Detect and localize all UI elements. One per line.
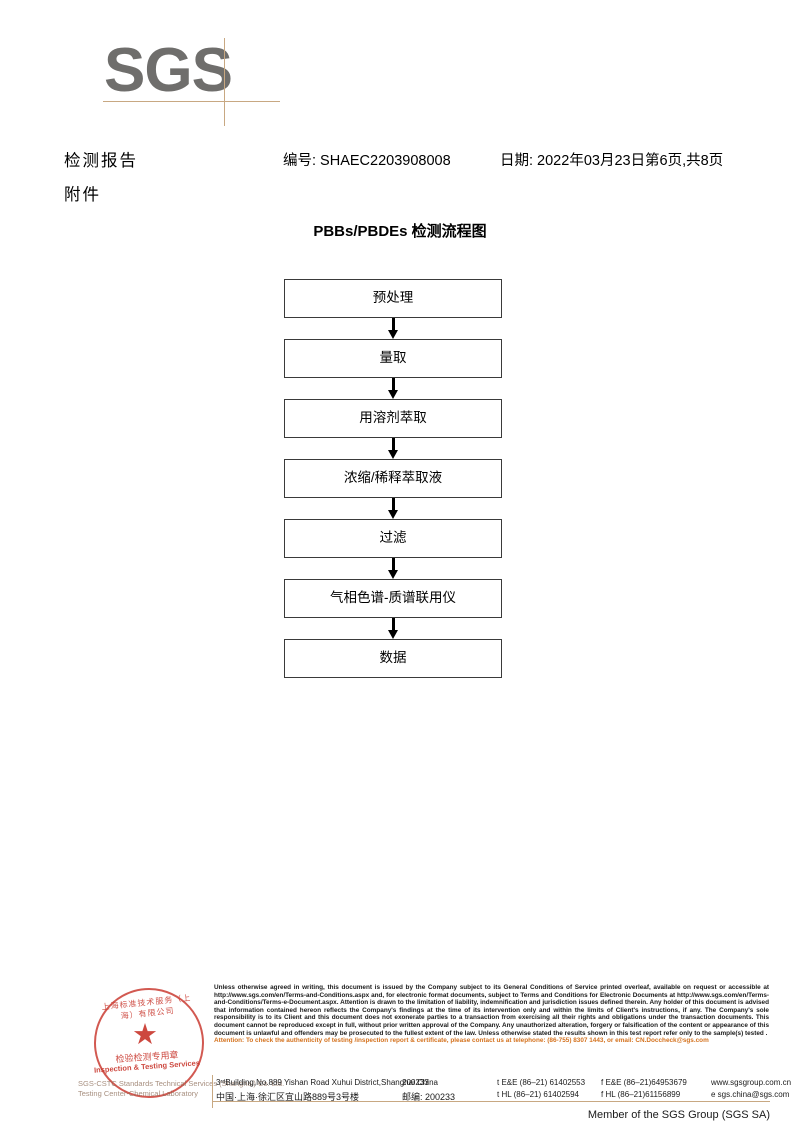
flowchart-step-label: 预处理 (284, 279, 502, 318)
seal-star-icon: ★ (132, 1019, 158, 1051)
flowchart-step-label: 数据 (284, 639, 502, 678)
logo-horizontal-rule (103, 101, 280, 102)
flow-arrow-icon (284, 378, 502, 399)
flowchart-title: PBBs/PBDEs 检测流程图 (313, 223, 487, 240)
attachment-label: 附件 (64, 186, 101, 204)
fax-hl: f HL (86–21)61156899 (601, 1090, 681, 1099)
flow-arrow-icon (284, 618, 502, 639)
seal-company-line-1: SGS-CSTC Standards Technical Services (S… (78, 1079, 285, 1088)
zipcode-en: 200233 (402, 1078, 429, 1087)
telephone-ee: t E&E (86–21) 61402553 (497, 1078, 586, 1087)
flowchart-step: 气相色谱-质谱联用仪 (284, 579, 502, 618)
footer-vertical-rule (212, 1075, 214, 1108)
flowchart-step-label: 量取 (284, 339, 502, 378)
logo-vertical-rule (224, 38, 225, 126)
seal-company-line-2: Testing Center-Chemical Laboratory (78, 1089, 199, 1098)
flowchart-step: 数据 (284, 639, 502, 678)
email-address: e sgs.china@sgs.com (711, 1090, 790, 1099)
address-cn: 中国·上海·徐汇区宜山路889号3号楼 (216, 1092, 360, 1102)
attention-notice: Attention: To check the authenticity of … (214, 1037, 709, 1045)
flowchart: 预处理 量取 用溶剂萃取 浓缩/稀释萃取液 过滤 气相色谱-质谱联用仪 数据 (284, 279, 502, 678)
report-date: 日期: 2022年03月23日 (500, 153, 646, 169)
flowchart-step: 用溶剂萃取 (284, 399, 502, 438)
flowchart-step-label: 浓缩/稀释萃取液 (284, 459, 502, 498)
footer-horizontal-rule (212, 1101, 770, 1103)
legal-disclaimer: Unless otherwise agreed in writing, this… (214, 984, 769, 1045)
flow-arrow-icon (284, 438, 502, 459)
flowchart-step-label: 用溶剂萃取 (284, 399, 502, 438)
flowchart-step: 量取 (284, 339, 502, 378)
telephone-hl: t HL (86–21) 61402594 (497, 1090, 579, 1099)
report-number: 编号: SHAEC2203908008 (283, 153, 451, 169)
zipcode-cn: 邮编: 200233 (402, 1092, 456, 1102)
page-title: 检测报告 (64, 152, 138, 170)
flowchart-step: 过滤 (284, 519, 502, 558)
fax-ee: f E&E (86–21)64953679 (601, 1078, 687, 1087)
legal-body-text: Unless otherwise agreed in writing, this… (214, 984, 769, 1037)
flow-arrow-icon (284, 498, 502, 519)
sgs-logo-text: SGS (104, 36, 233, 105)
flow-arrow-icon (284, 318, 502, 339)
flowchart-step: 预处理 (284, 279, 502, 318)
official-seal-stamp: 上海标准技术服务（上海）有限公司 ★ 检验检测专用章 Inspection & … (78, 980, 284, 1106)
flow-arrow-icon (284, 558, 502, 579)
flowchart-step-label: 过滤 (284, 519, 502, 558)
flowchart-step: 浓缩/稀释萃取液 (284, 459, 502, 498)
flowchart-step-label: 气相色谱-质谱联用仪 (284, 579, 502, 618)
website-url: www.sgsgroup.com.cn (711, 1078, 792, 1087)
sgs-logo: SGS (103, 36, 284, 128)
address-en: 3ʳᵈBuilding,No.889 Yishan Road Xuhui Dis… (216, 1078, 438, 1087)
member-notice: Member of the SGS Group (SGS SA) (587, 1109, 770, 1121)
page-indicator: 第6页,共8页 (645, 153, 724, 169)
